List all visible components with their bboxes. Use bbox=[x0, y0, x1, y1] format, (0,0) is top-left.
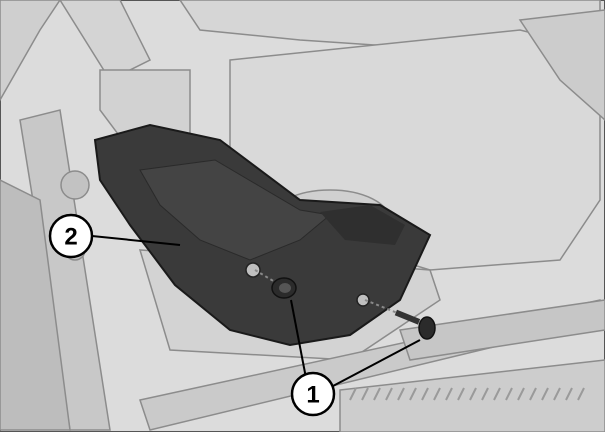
callout-2-label: 2 bbox=[64, 224, 77, 251]
spring-coils bbox=[349, 387, 585, 401]
screw-2 bbox=[364, 299, 436, 340]
callout-1: 1 bbox=[290, 371, 336, 417]
leader-line-2 bbox=[91, 235, 181, 246]
leader-line-1b bbox=[332, 339, 421, 387]
callout-1-label: 1 bbox=[306, 382, 319, 409]
guard-plate bbox=[93, 123, 432, 347]
leader-lines bbox=[91, 235, 421, 387]
leader-line-1a bbox=[290, 299, 307, 379]
callout-2: 2 bbox=[48, 213, 94, 259]
fasteners bbox=[254, 269, 436, 340]
screw-1 bbox=[254, 269, 297, 299]
